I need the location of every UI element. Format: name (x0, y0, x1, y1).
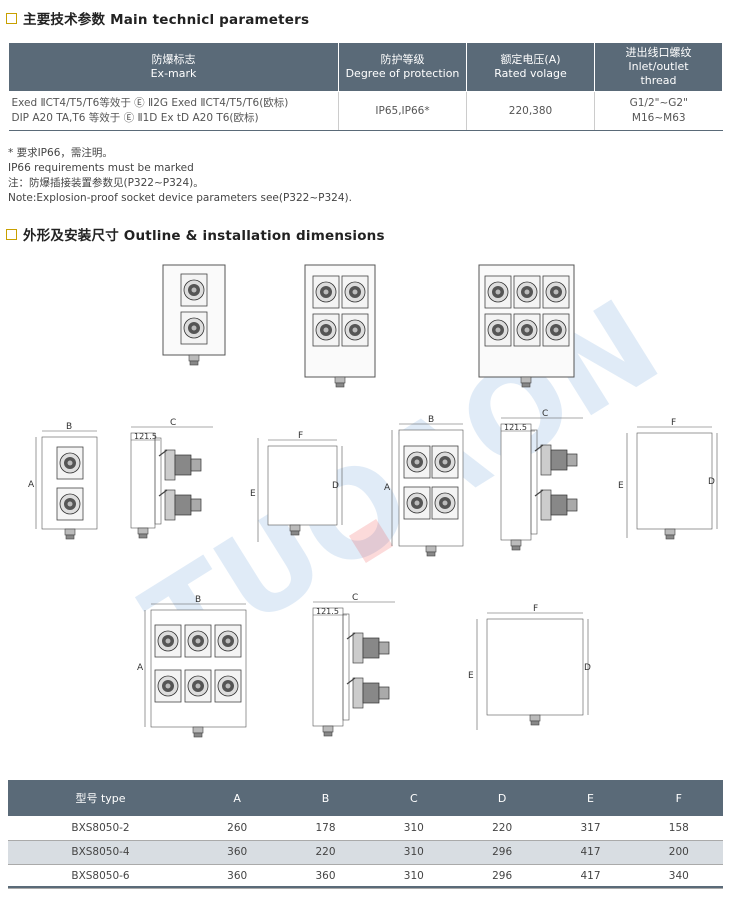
drawing-back-6-socket (529, 714, 541, 726)
dim-label-b: B (428, 415, 434, 425)
dimensions-header-row: 型号 type A B C D E F (8, 780, 723, 816)
exmark-line1: Exed ⅡCT4/T5/T6等效于 Ⓔ Ⅱ2G Exed ⅡCT4/T5/T6… (11, 97, 289, 109)
cell-d: 296 (457, 864, 547, 889)
thread-line1: G1/2"~G2" (629, 97, 688, 109)
dim-label-b: B (66, 422, 72, 432)
header-b: B (281, 780, 370, 816)
cell-f: 340 (634, 864, 723, 889)
header-exmark-cn: 防爆标志 (151, 53, 196, 66)
header-type: 型号 type (8, 780, 193, 816)
cell-b: 178 (281, 816, 370, 841)
dim-label-a: A (137, 663, 144, 673)
dim-label-c: C (542, 409, 548, 419)
dim-label-offset: 121.5 (504, 423, 527, 432)
table-row: BXS8050-4 360 220 310 296 417 200 (8, 840, 723, 865)
exmark-line2: DIP A20 TA,T6 等效于 Ⓔ Ⅱ1D Ex tD A20 T6(欧标) (11, 112, 259, 124)
cell-f: 200 (634, 840, 723, 865)
section-title-text: 主要技术参数 Main technicl parameters (23, 12, 310, 28)
dim-label-c: C (170, 418, 176, 428)
cell-protection: IP65,IP66* (338, 91, 467, 131)
cell-d: 220 (457, 816, 547, 841)
cell-type: BXS8050-6 (8, 864, 193, 889)
drawing-top-2-socket (162, 264, 226, 366)
section-title-text: 外形及安装尺寸 Outline & installation dimension… (23, 228, 385, 244)
header-exmark: 防爆标志 Ex-mark (8, 42, 339, 92)
outline-drawings: B A C 121.5 F E D B A C 121.5 F E D B A … (28, 264, 718, 738)
note-line: Note:Explosion-proof socket device param… (8, 192, 352, 204)
cell-exmark: Exed ⅡCT4/T5/T6等效于 Ⓔ Ⅱ2G Exed ⅡCT4/T5/T6… (8, 91, 339, 131)
header-e: E (546, 780, 635, 816)
header-thread-en2: thread (640, 74, 677, 87)
cell-type: BXS8050-2 (8, 816, 193, 841)
cell-b: 360 (281, 864, 370, 889)
table-row: BXS8050-2 260 178 310 220 317 158 (8, 816, 723, 841)
header-d: D (457, 780, 547, 816)
header-protection: 防护等级 Degree of protection (338, 42, 467, 92)
header-f: F (634, 780, 723, 816)
table-bottom-rule (8, 886, 723, 888)
cell-c: 310 (369, 816, 458, 841)
cell-a: 360 (193, 840, 282, 865)
dim-label-e: E (468, 671, 474, 681)
notes: * 要求IP66，需注明。 IP66 requirements must be … (8, 146, 352, 206)
header-thread: 进出线口螺纹 Inlet/outlet thread (594, 42, 723, 92)
drawing-back-4-socket (664, 528, 676, 540)
table-row: BXS8050-6 360 360 310 296 417 340 (8, 864, 723, 889)
dimensions-table: 型号 type A B C D E F BXS8050-2 260 178 31… (8, 780, 723, 889)
dim-label-f: F (671, 418, 676, 428)
thread-line2: M16~M63 (631, 112, 686, 124)
cell-e: 417 (546, 840, 635, 865)
parameters-data-row: Exed ⅡCT4/T5/T6等效于 Ⓔ Ⅱ2G Exed ⅡCT4/T5/T6… (8, 91, 723, 131)
drawing-top-4-socket (304, 264, 376, 388)
dim-label-e: E (250, 489, 256, 499)
cell-a: 360 (193, 864, 282, 889)
dim-label-c: C (352, 593, 358, 603)
dim-label-f: F (533, 604, 538, 614)
cell-voltage: 220,380 (466, 91, 595, 131)
header-exmark-en: Ex-mark (150, 67, 197, 80)
cell-c: 310 (369, 864, 458, 889)
drawing-back-2-socket (289, 524, 301, 536)
note-line: * 要求IP66，需注明。 (8, 147, 113, 159)
cell-type: BXS8050-4 (8, 840, 193, 865)
cell-e: 417 (546, 864, 635, 889)
header-a: A (193, 780, 282, 816)
dim-label-d: D (584, 663, 591, 673)
cell-a: 260 (193, 816, 282, 841)
cell-c: 310 (369, 840, 458, 865)
cell-d: 296 (457, 840, 547, 865)
header-protection-cn: 防护等级 (380, 53, 425, 66)
header-thread-cn: 进出线口螺纹 (625, 46, 692, 59)
header-voltage-cn: 额定电压(A) (500, 53, 561, 66)
header-protection-en: Degree of protection (345, 67, 460, 80)
header-voltage-en: Rated volage (494, 67, 567, 80)
dim-label-offset: 121.5 (134, 432, 157, 441)
dim-label-d: D (332, 481, 339, 491)
header-c: C (369, 780, 458, 816)
dim-label-b: B (195, 595, 201, 605)
section-title-parameters: 主要技术参数 Main technicl parameters (6, 8, 309, 28)
dimension-labels: B A C 121.5 F E D B A C 121.5 F E D B A … (28, 409, 715, 681)
cell-thread: G1/2"~G2" M16~M63 (594, 91, 723, 131)
cell-f: 158 (634, 816, 723, 841)
note-line: IP66 requirements must be marked (8, 162, 194, 174)
cell-b: 220 (281, 840, 370, 865)
dim-label-d: D (708, 477, 715, 487)
dim-label-e: E (618, 481, 624, 491)
header-thread-en: Inlet/outlet (628, 60, 689, 73)
drawing-top-6-socket (478, 264, 575, 388)
dim-label-offset: 121.5 (316, 607, 339, 616)
dim-label-f: F (298, 431, 303, 441)
parameters-table: 防爆标志 Ex-mark 防护等级 Degree of protection 额… (8, 42, 723, 131)
bullet-square-icon (6, 12, 17, 24)
dim-label-a: A (28, 480, 35, 490)
cell-e: 317 (546, 816, 635, 841)
section-title-dimensions: 外形及安装尺寸 Outline & installation dimension… (6, 224, 385, 244)
dim-label-a: A (384, 483, 391, 493)
note-line: 注：防爆插接装置参数见(P322~P324)。 (8, 177, 204, 189)
bullet-square-icon (6, 228, 17, 240)
parameters-header-row: 防爆标志 Ex-mark 防护等级 Degree of protection 额… (8, 42, 723, 92)
header-voltage: 额定电压(A) Rated volage (466, 42, 595, 92)
